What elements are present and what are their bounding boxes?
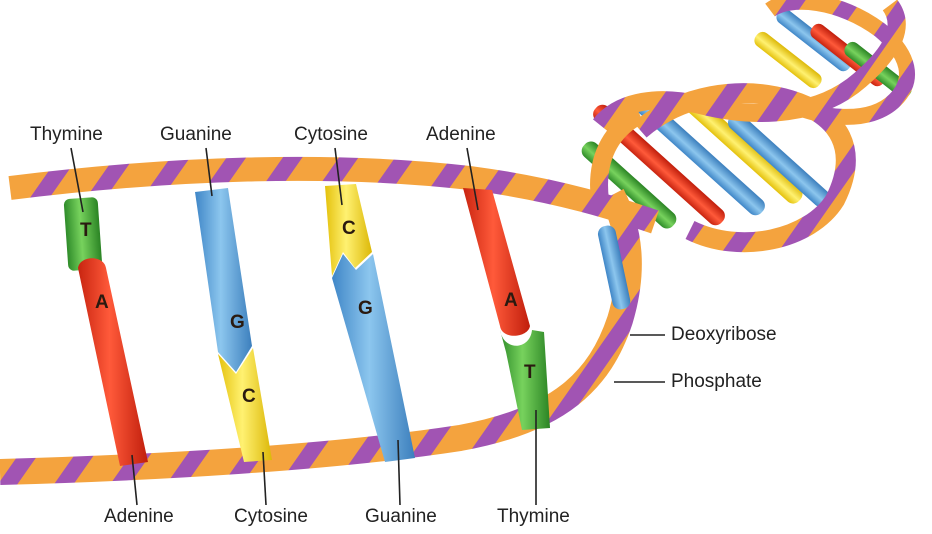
helix-far-coils — [581, 0, 915, 253]
pair3-top-letter: C — [342, 218, 356, 239]
thymine-rung-4 — [500, 330, 550, 430]
cytosine-rung-3 — [325, 184, 372, 276]
pair4-top-letter: A — [504, 290, 518, 311]
adenine-rung-1 — [78, 258, 148, 466]
label-top-guanine: Guanine — [160, 124, 232, 145]
cytosine-rung-2 — [218, 348, 272, 462]
guanine-rung-2 — [195, 188, 252, 372]
rung-near-curve — [597, 225, 631, 310]
bottom-sugar-phosphate-backbone — [0, 189, 642, 485]
pair2-top-letter: G — [230, 312, 245, 333]
pair1-bottom-letter: A — [95, 292, 109, 313]
pair2-bottom-letter: C — [242, 386, 256, 407]
label-deoxyribose: Deoxyribose — [671, 324, 777, 345]
base-pair-2: G C — [195, 188, 272, 462]
thymine-rung-1 — [63, 197, 103, 271]
pair1-top-letter: T — [80, 220, 92, 241]
base-pair-1: T A — [63, 197, 148, 466]
top-sugar-phosphate-backbone — [8, 156, 659, 234]
label-bottom-cytosine: Cytosine — [234, 506, 308, 527]
label-top-cytosine: Cytosine — [294, 124, 368, 145]
label-top-thymine: Thymine — [30, 124, 103, 145]
label-bottom-adenine: Adenine — [104, 506, 174, 527]
adenine-rung-4 — [463, 188, 530, 336]
pair4-bottom-letter: T — [524, 362, 536, 383]
label-phosphate: Phosphate — [671, 371, 762, 392]
leader-lines — [70, 147, 665, 506]
guanine-rung-3 — [332, 254, 415, 462]
label-bottom-guanine: Guanine — [365, 506, 437, 527]
base-pair-3: C G — [325, 184, 415, 462]
label-top-adenine: Adenine — [426, 124, 496, 145]
base-pair-4: A T — [463, 188, 550, 430]
label-bottom-thymine: Thymine — [497, 506, 570, 527]
pair3-bottom-letter: G — [358, 298, 373, 319]
